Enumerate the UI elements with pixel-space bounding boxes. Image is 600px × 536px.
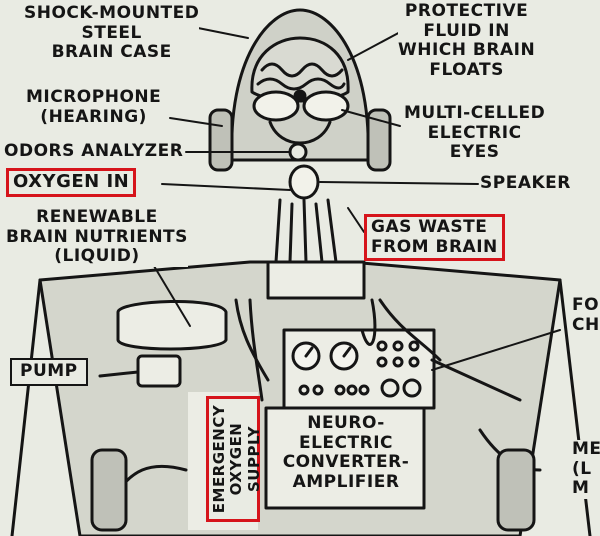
label-odors-analyzer: ODORS ANALYZER — [4, 141, 184, 162]
odors-analyzer — [288, 142, 308, 162]
converter-box — [264, 406, 426, 510]
label-right-bottom-partial: ME (L M — [572, 439, 600, 499]
right-eye — [302, 90, 350, 122]
left-eye — [252, 90, 300, 122]
label-speaker: SPEAKER — [480, 173, 571, 194]
label-right-top-partial: FO CH — [572, 295, 600, 336]
speaker — [288, 164, 320, 200]
pump-unit — [136, 354, 182, 388]
label-electric-eyes: MULTI-CELLED ELECTRIC EYES — [404, 103, 546, 163]
label-microphone: MICROPHONE (HEARING) — [26, 87, 162, 128]
label-oxygen-in: OXYGEN IN — [6, 168, 137, 197]
label-pump: PUMP — [10, 358, 88, 386]
distribution-plate — [266, 260, 366, 300]
label-neuro-electric-converter-amplifier: NEURO- ELECTRIC CONVERTER- AMPLIFIER — [282, 413, 410, 492]
nutrient-tank — [116, 300, 228, 351]
label-emergency-oxygen-supply: EMERGENCY OXYGEN SUPPLY — [206, 396, 263, 522]
label-shock-mounted-brain-case: SHOCK-MOUNTED STEEL BRAIN CASE — [24, 3, 200, 63]
label-gas-waste: GAS WASTE FROM BRAIN — [364, 214, 505, 262]
label-renewable-brain-nutrients: RENEWABLE BRAIN NUTRIENTS (LIQUID) — [6, 207, 188, 267]
label-protective-fluid: PROTECTIVE FLUID IN WHICH BRAIN FLOATS — [398, 1, 536, 81]
